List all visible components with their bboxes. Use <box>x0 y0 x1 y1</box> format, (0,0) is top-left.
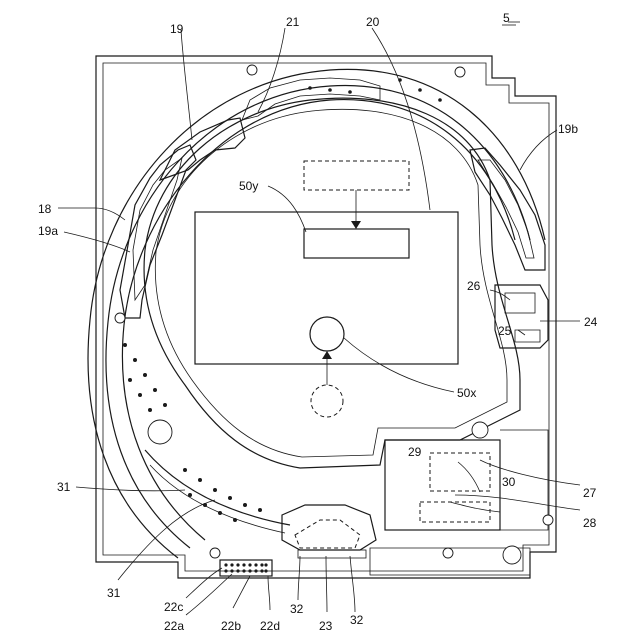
label-22a: 22a <box>164 619 184 633</box>
dashed-box-30 <box>420 502 490 522</box>
label-32-left: 32 <box>290 602 304 616</box>
dashed-box-29 <box>430 453 490 491</box>
connector-block-22 <box>220 560 272 576</box>
game-area-20 <box>144 98 520 468</box>
upper-left-part-19 <box>160 118 245 180</box>
bottom-outlet-23-inner <box>295 520 360 548</box>
bottom-outlet-slot <box>298 550 366 558</box>
label-18: 18 <box>38 202 52 216</box>
right-unit-26 <box>505 293 535 313</box>
display-50x <box>310 317 344 351</box>
label-19a: 19a <box>38 224 58 238</box>
label-32-right: 32 <box>350 613 364 627</box>
label-50x: 50x <box>457 386 476 400</box>
guide-rail-mid <box>106 85 530 548</box>
label-24: 24 <box>584 315 598 329</box>
mounting-holes <box>115 65 553 558</box>
arrow-up-head <box>322 351 332 359</box>
bottom-right-part <box>503 546 521 564</box>
left-wing-19a-inner <box>133 158 182 300</box>
display-panel-50 <box>195 212 458 364</box>
label-30: 30 <box>502 475 516 489</box>
label-28: 28 <box>583 516 597 530</box>
display-50y <box>304 229 409 258</box>
right-unit-25 <box>515 330 540 342</box>
game-area-20-inner <box>155 109 507 457</box>
figure-number: 5 <box>503 11 510 25</box>
label-27: 27 <box>583 486 597 500</box>
label-22b: 22b <box>221 619 241 633</box>
label-23: 23 <box>319 619 333 633</box>
label-31-upper: 31 <box>57 480 71 494</box>
label-50y: 50y <box>239 179 258 193</box>
display-dashed-circle <box>311 385 343 417</box>
label-22c: 22c <box>164 600 183 614</box>
label-29: 29 <box>408 445 422 459</box>
label-25: 25 <box>498 324 512 338</box>
label-19: 19 <box>170 22 184 36</box>
label-21: 21 <box>286 15 300 29</box>
label-19b: 19b <box>558 122 578 136</box>
lower-rail-31 <box>145 450 290 525</box>
label-22d: 22d <box>260 619 280 633</box>
lower-rail-31b <box>150 465 285 533</box>
label-26: 26 <box>467 279 481 293</box>
arrow-down-head <box>351 221 361 229</box>
label-31-lower: 31 <box>107 586 121 600</box>
label-20: 20 <box>366 15 380 29</box>
bottom-outlet-23 <box>282 505 376 550</box>
display-dashed-box <box>304 161 409 190</box>
